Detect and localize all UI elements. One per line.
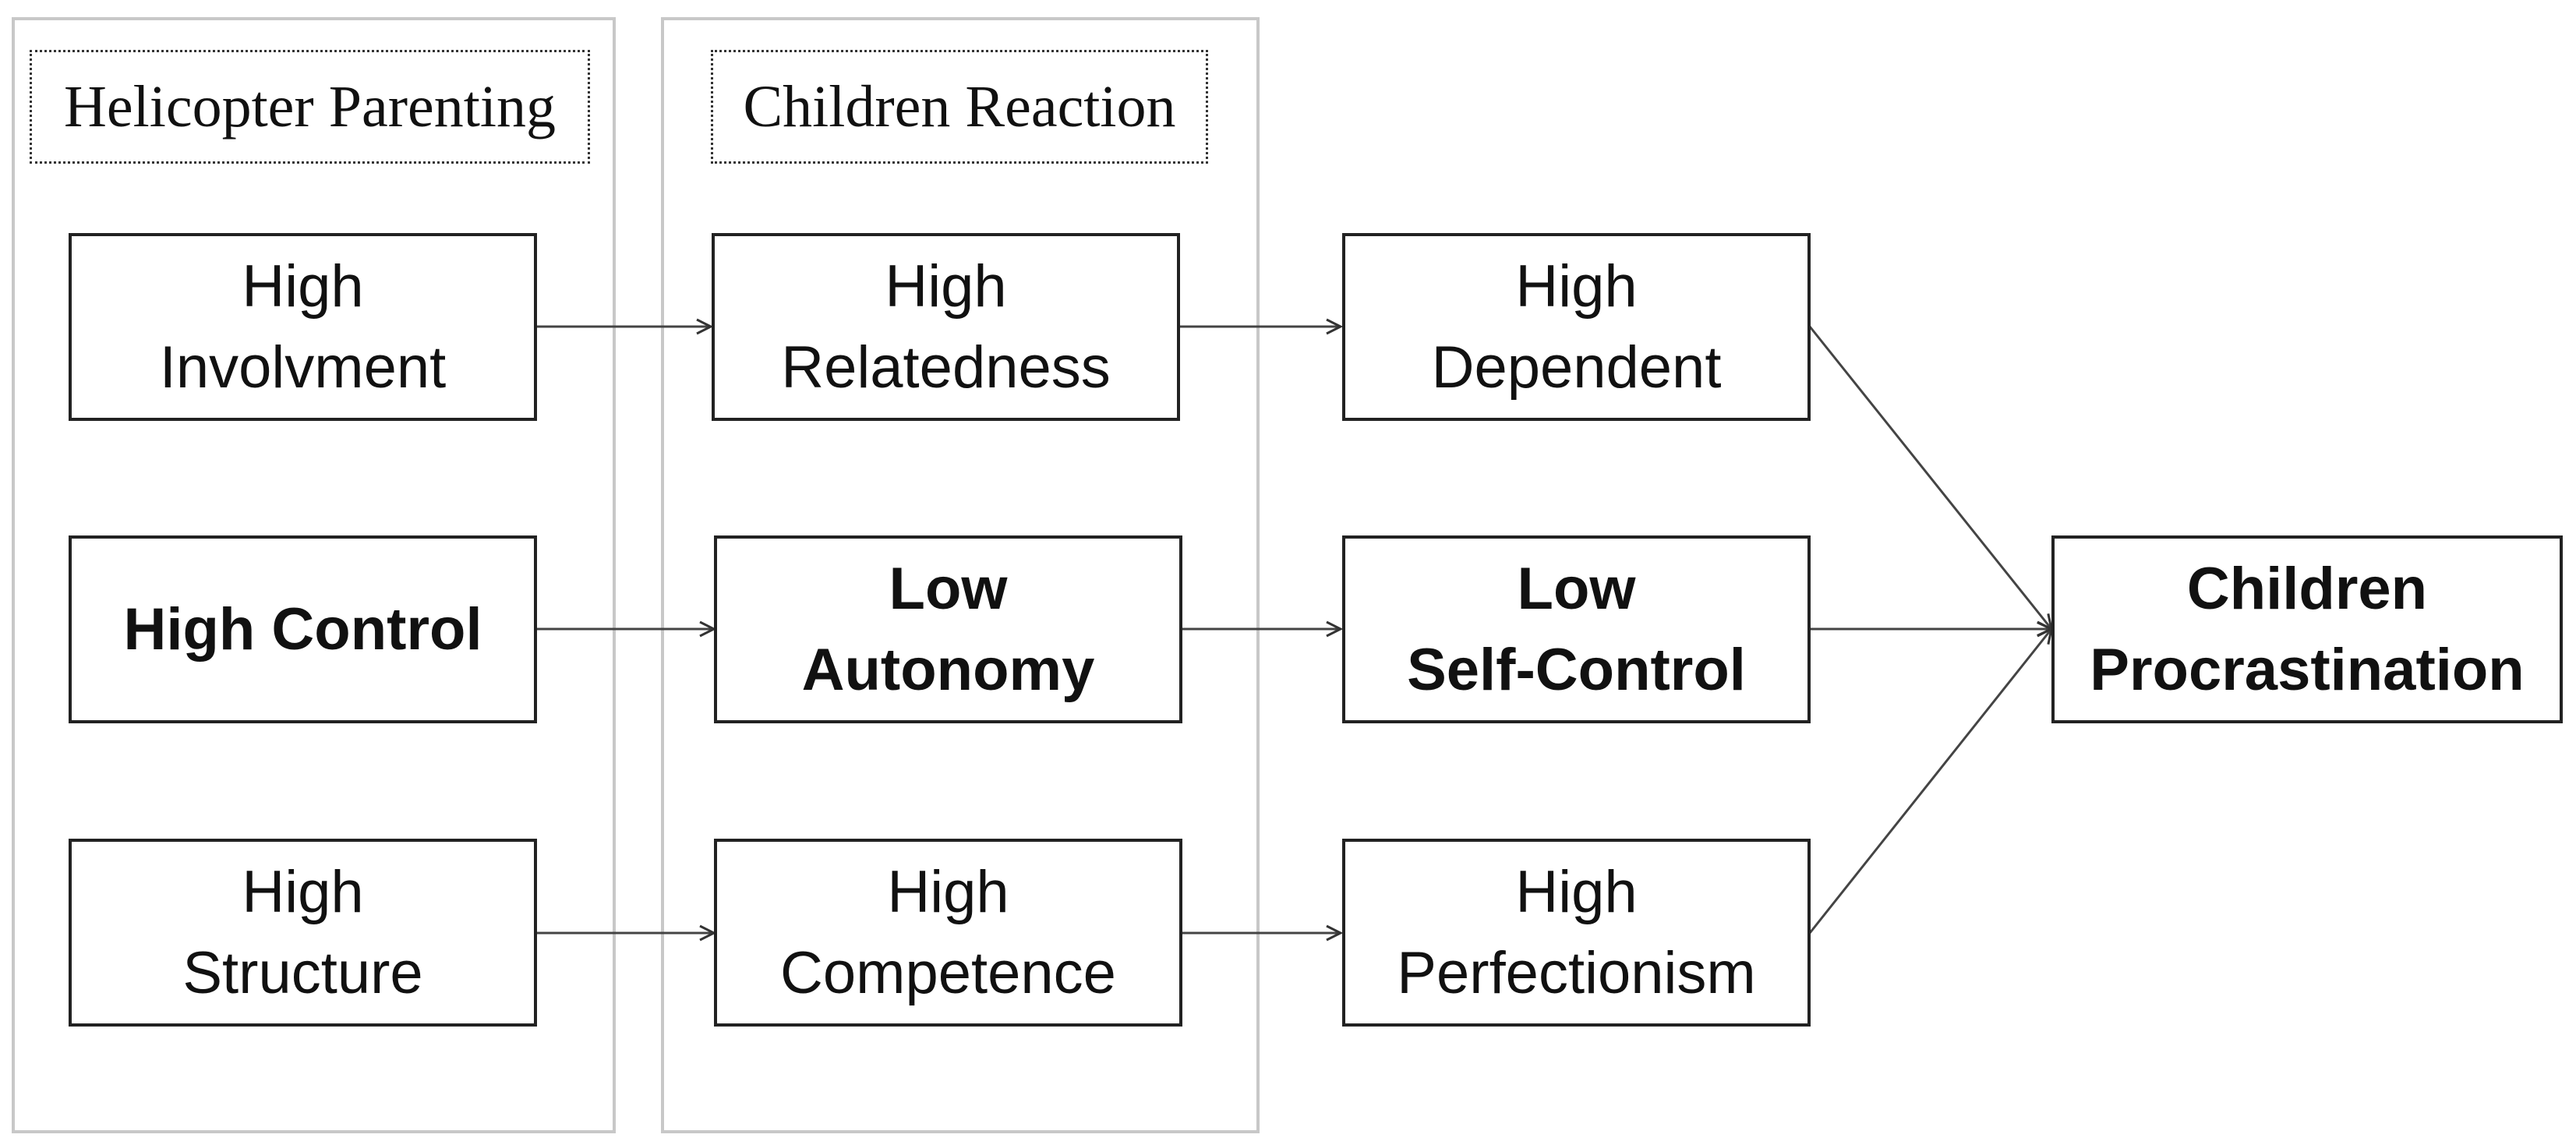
node-high-structure: High Structure [69, 839, 537, 1027]
node-high-relatedness-line1: High [885, 253, 1007, 320]
node-high-competence-line1: High [887, 858, 1009, 925]
node-low-autonomy: Low Autonomy [714, 535, 1182, 723]
edge-perfectionism-to-procrastination [1808, 629, 2051, 934]
node-high-involvment-line2: Involvment [159, 334, 447, 401]
node-high-perfectionism-line2: Perfectionism [1397, 939, 1756, 1006]
node-children-procrastination-line1: Children [2186, 555, 2428, 622]
node-high-perfectionism: High Perfectionism [1342, 839, 1811, 1027]
node-high-relatedness-line2: Relatedness [781, 334, 1111, 401]
node-low-autonomy-line2: Autonomy [801, 636, 1095, 703]
node-high-competence-line2: Competence [780, 939, 1116, 1006]
node-low-self-control-line1: Low [1517, 555, 1636, 622]
node-high-dependent-line1: High [1515, 253, 1638, 320]
children-reaction-panel [661, 17, 1260, 1133]
node-high-perfectionism-line1: High [1515, 858, 1638, 925]
node-high-involvment-line1: High [242, 253, 364, 320]
node-high-control-line1: High Control [123, 595, 482, 663]
node-children-procrastination: Children Procrastination [2051, 535, 2563, 723]
node-low-self-control: Low Self-Control [1342, 535, 1811, 723]
edge-dependent-to-procrastination [1808, 326, 2051, 629]
node-low-autonomy-line1: Low [889, 555, 1008, 622]
helicopter-parenting-label: Helicopter Parenting [30, 50, 590, 164]
node-high-involvment: High Involvment [69, 233, 537, 421]
node-low-self-control-line2: Self-Control [1407, 636, 1746, 703]
node-children-procrastination-line2: Procrastination [2090, 636, 2525, 703]
node-high-control: High Control [69, 535, 537, 723]
node-high-structure-line1: High [242, 858, 364, 925]
node-high-competence: High Competence [714, 839, 1182, 1027]
node-high-dependent-line2: Dependent [1431, 334, 1722, 401]
node-high-dependent: High Dependent [1342, 233, 1811, 421]
node-high-structure-line2: Structure [182, 939, 423, 1006]
node-high-relatedness: High Relatedness [712, 233, 1180, 421]
children-reaction-label: Children Reaction [711, 50, 1208, 164]
helicopter-parenting-panel [12, 17, 616, 1133]
